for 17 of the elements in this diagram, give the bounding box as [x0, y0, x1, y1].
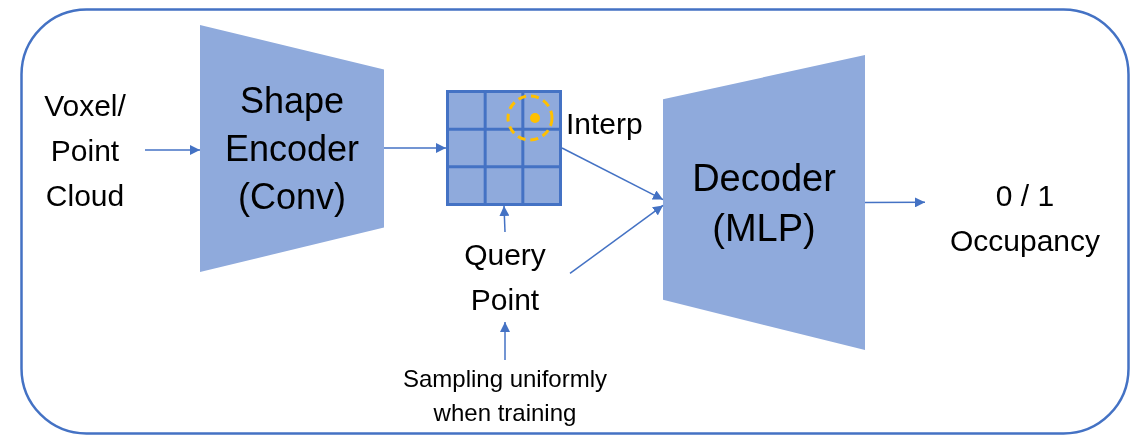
node-label: 0 / 1 Occupancy: [948, 178, 1102, 259]
arrow: [569, 204, 664, 275]
arrow: [561, 147, 664, 201]
node-label: Query Point: [463, 237, 547, 318]
encoder-trapezoid: [200, 25, 384, 272]
node-label: Decoder (MLP): [691, 155, 837, 251]
arrow: [499, 205, 510, 233]
arrow: [144, 145, 201, 155]
node-label: Sampling uniformly when training: [401, 364, 609, 428]
node-label: Shape Encoder (Conv): [223, 78, 361, 219]
feature-grid: [446, 90, 562, 206]
rounded-frame: [20, 8, 1130, 435]
arrow: [864, 197, 926, 208]
arrow: [383, 143, 447, 153]
decoder-trapezoid: [663, 55, 865, 350]
node-label: Voxel/ Point Cloud: [43, 87, 127, 214]
arrow: [500, 321, 510, 361]
